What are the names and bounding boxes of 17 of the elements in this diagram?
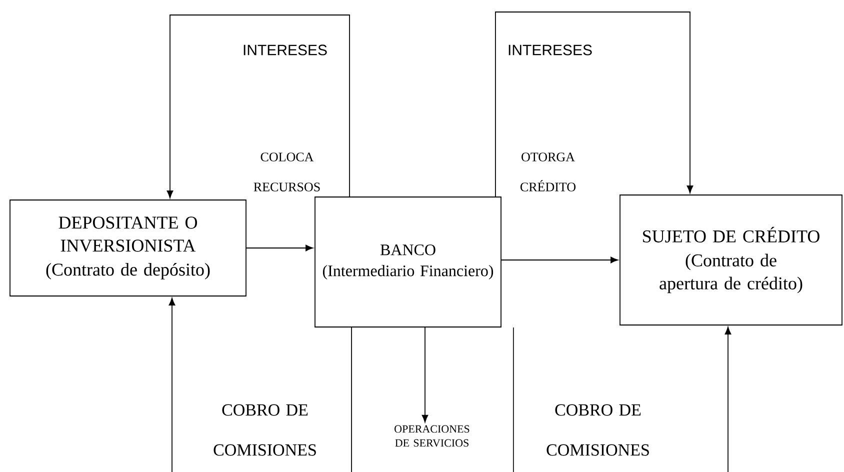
entity-box: SUJETO DE CRÉDITO (Contrato de apertura de crédito) <box>620 194 842 326</box>
arrow <box>246 244 314 252</box>
flow-label: COLOCA RECURSOS <box>254 152 320 192</box>
flow-label: INTERESES <box>508 44 592 56</box>
arrow <box>168 298 176 472</box>
flow-label: OTORGA CRÉDITO <box>520 152 576 192</box>
flow-label: INTERESES <box>244 44 327 56</box>
arrow <box>422 327 428 422</box>
arrow <box>166 14 350 198</box>
flow-label: COBRO DE COMISIONES <box>214 404 316 456</box>
arrow <box>724 326 732 472</box>
entity-box: DEPOSITANTE O INVERSIONISTA (Contrato de depósito) <box>10 200 246 296</box>
arrow <box>495 12 694 197</box>
entity-box: BANCO (Intermediario Financiero) <box>314 196 502 328</box>
arrow <box>501 256 618 264</box>
flow-label: OPERACIONES DE SERVICIOS <box>394 425 470 447</box>
flow-label: COBRO DE COMISIONES <box>546 404 649 456</box>
